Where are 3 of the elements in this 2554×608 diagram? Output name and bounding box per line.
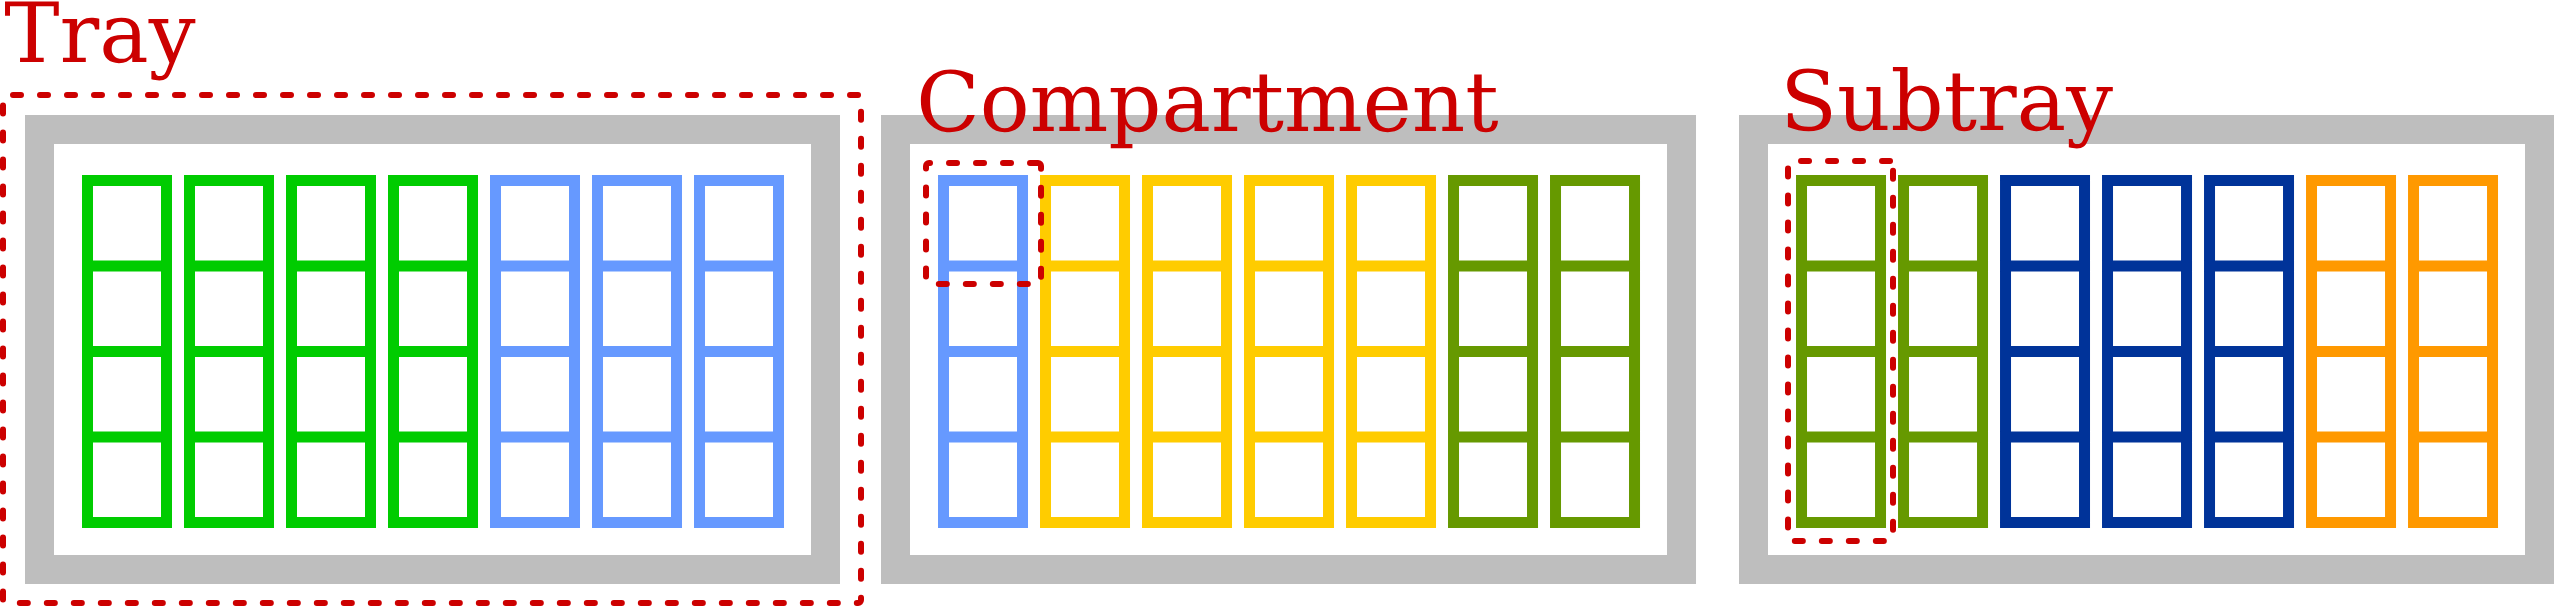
heading: Tray <box>5 1 196 81</box>
heading: Compartment <box>920 69 1498 149</box>
heading: Subtray <box>1787 66 2113 149</box>
